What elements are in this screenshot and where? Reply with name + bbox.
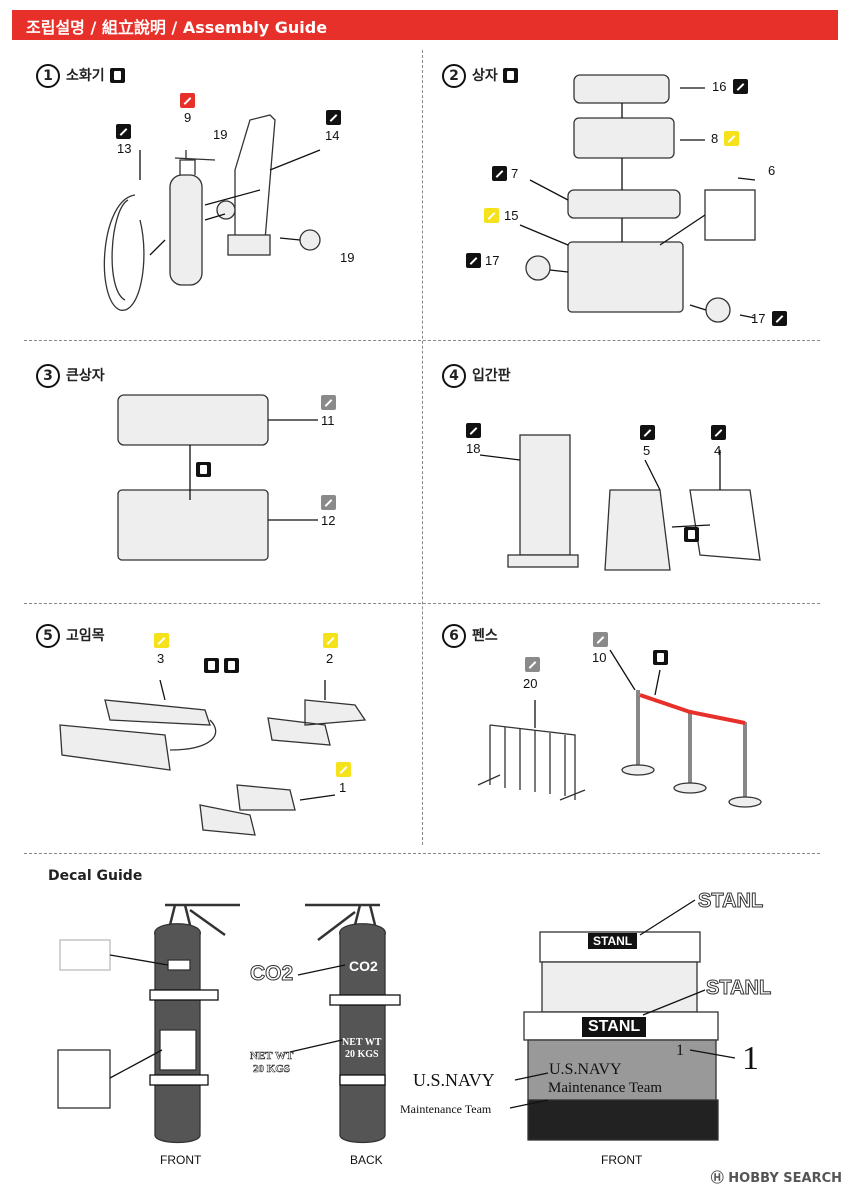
co2-decal-callout: CO2 xyxy=(249,962,294,986)
glue-icon xyxy=(109,67,125,83)
paint-yellow-icon xyxy=(154,633,169,648)
part-number: 4 xyxy=(714,443,722,458)
decal-guide-heading: Decal Guide xyxy=(48,868,143,884)
part-number: 1 xyxy=(339,780,347,795)
usnavy-applied: U.S.NAVY xyxy=(549,1061,622,1078)
part-number: 2 xyxy=(326,651,334,666)
watermark: Ⓗ HOBBY SEARCH xyxy=(710,1171,842,1186)
part-number: 19 xyxy=(213,127,228,142)
part-number: 9 xyxy=(184,110,192,125)
glue-icon xyxy=(684,527,699,542)
number-1-callout: 1 xyxy=(742,1040,759,1077)
netwt-callout-line2: 20 KGS xyxy=(253,1063,291,1076)
maint-applied: Maintenance Team xyxy=(548,1080,663,1096)
stanl-callout-middle: STANL xyxy=(705,977,772,1000)
caption-front-2: FRONT xyxy=(601,1153,643,1167)
paint-black-icon xyxy=(733,79,748,94)
stanl-applied-middle: STANL xyxy=(582,1017,647,1037)
part-number: 17 xyxy=(485,253,500,268)
paint-red-icon xyxy=(180,93,195,108)
paint-grey-icon xyxy=(321,395,336,410)
page-title: 조립설명 / 組立說明 / Assembly Guide xyxy=(26,18,328,37)
caption-back: BACK xyxy=(350,1153,383,1167)
paint-yellow-icon xyxy=(724,131,739,146)
co2-decal-applied: CO2 xyxy=(349,958,378,974)
netwt-applied-line1: NET WT xyxy=(342,1037,382,1048)
paint-black-icon xyxy=(466,253,481,268)
netwt-applied-line2: 20 KGS xyxy=(345,1049,379,1060)
part-number: 19 xyxy=(340,250,355,265)
part-number: 12 xyxy=(321,513,336,528)
glue-icon xyxy=(196,462,211,477)
part-number: 7 xyxy=(511,166,519,181)
paint-black-icon xyxy=(466,423,481,438)
watermark-logo-icon: Ⓗ xyxy=(710,1171,724,1186)
header-bar: 조립설명 / 組立說明 / Assembly Guide xyxy=(12,10,838,40)
glue-icon xyxy=(204,658,219,673)
glue-icon xyxy=(502,67,518,83)
part-number: 13 xyxy=(117,141,132,156)
paint-black-icon xyxy=(640,425,655,440)
part-number: 18 xyxy=(466,441,481,456)
paint-black-icon xyxy=(711,425,726,440)
paint-black-icon xyxy=(492,166,507,181)
part-number: 3 xyxy=(157,651,165,666)
netwt-callout-line1: NET WT xyxy=(250,1050,294,1063)
paint-grey-icon xyxy=(525,657,540,672)
part-number: 11 xyxy=(321,413,335,428)
part-number: 5 xyxy=(643,443,651,458)
part-number: 15 xyxy=(504,208,519,223)
part-number: 17 xyxy=(751,311,766,326)
paint-black-icon xyxy=(326,110,341,125)
part-number: 16 xyxy=(712,79,727,94)
paint-black-icon xyxy=(772,311,787,326)
paint-black-icon xyxy=(116,124,131,139)
maint-callout: Maintenance Team xyxy=(400,1102,492,1116)
caption-front-1: FRONT xyxy=(160,1153,202,1167)
divider xyxy=(422,50,423,845)
paint-grey-icon xyxy=(593,632,608,647)
glue-icon xyxy=(224,658,239,673)
glue-icon xyxy=(653,650,668,665)
part-number: 8 xyxy=(711,131,719,146)
number-1-applied: 1 xyxy=(676,1042,684,1059)
stanl-callout-top: STANL xyxy=(697,890,764,913)
paint-yellow-icon xyxy=(484,208,499,223)
paint-yellow-icon xyxy=(323,633,338,648)
part-number: 14 xyxy=(325,128,340,143)
part-number: 20 xyxy=(523,676,538,691)
part-number: 6 xyxy=(768,163,776,178)
usnavy-callout: U.S.NAVY xyxy=(413,1070,495,1090)
part-number: 10 xyxy=(592,650,607,665)
divider xyxy=(24,853,820,854)
paint-grey-icon xyxy=(321,495,336,510)
paint-yellow-icon xyxy=(336,762,351,777)
stanl-applied-top: STANL xyxy=(588,933,638,949)
